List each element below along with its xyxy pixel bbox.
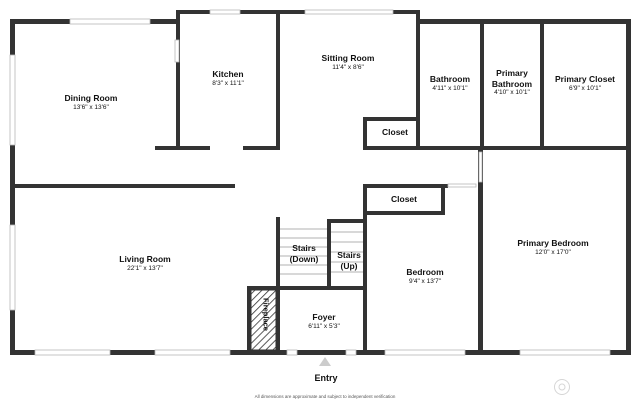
stairs-down-line1: Stairs — [292, 243, 316, 253]
sitting-room-dims: 11'4" x 8'6" — [332, 63, 364, 71]
logo-mark-icon — [554, 379, 570, 395]
foyer-dims: 6'11" x 5'3" — [308, 322, 340, 330]
bedroom-name: Bedroom — [406, 267, 444, 277]
fireplace-label: Fireplace — [261, 298, 271, 331]
label-primary-bathroom: Primary Bathroom 4'10" x 10'1" — [484, 68, 540, 97]
stairs-up-line2: (Up) — [340, 260, 358, 271]
primary-bathroom-name-line1: Primary — [496, 68, 528, 78]
fireplace-hatch — [250, 289, 277, 351]
label-kitchen: Kitchen 8'3" x 11'1" — [188, 69, 268, 88]
sitting-closet-name: Closet — [382, 127, 408, 137]
label-primary-closet: Primary Closet 6'9" x 10'1" — [544, 74, 626, 93]
bedroom-closet-name: Closet — [391, 194, 417, 204]
dining-room-dims: 13'6" x 13'6" — [73, 103, 109, 111]
entry-label: Entry — [314, 373, 338, 383]
primary-bathroom-name-line2: Bathroom — [491, 78, 533, 89]
windows — [9, 9, 611, 356]
label-bedroom-closet: Closet — [367, 194, 441, 205]
dining-room-name: Dining Room — [64, 93, 118, 103]
kitchen-name: Kitchen — [212, 69, 244, 79]
foyer-name: Foyer — [312, 312, 336, 322]
label-foyer: Foyer 6'11" x 5'3" — [284, 312, 364, 331]
label-stairs-up: Stairs (Up) — [331, 250, 367, 271]
label-bathroom: Bathroom 4'11" x 10'1" — [420, 74, 480, 93]
primary-bathroom-dims: 4'10" x 10'1" — [494, 89, 530, 97]
label-dining-room: Dining Room 13'6" x 13'6" — [41, 93, 141, 112]
stairs-down-line2: (Down) — [289, 253, 319, 264]
stairs-up-line1: Stairs — [337, 250, 361, 260]
label-primary-bedroom: Primary Bedroom 12'0" x 17'0" — [498, 238, 608, 257]
label-stairs-down: Stairs (Down) — [281, 243, 327, 264]
triangle-up-icon — [319, 357, 331, 366]
bathroom-name: Bathroom — [429, 74, 471, 84]
label-sitting-room: Sitting Room 11'4" x 8'6" — [298, 53, 398, 72]
primary-closet-name: Primary Closet — [555, 74, 615, 84]
label-bedroom: Bedroom 9'4" x 13'7" — [375, 267, 475, 286]
sitting-room-name: Sitting Room — [321, 53, 375, 63]
label-living-room: Living Room 22'1" x 13'7" — [95, 254, 195, 273]
footer-disclaimer: All dimensions are approximate and subje… — [254, 394, 396, 399]
living-room-name: Living Room — [119, 254, 171, 264]
kitchen-dims: 8'3" x 11'1" — [212, 79, 244, 87]
label-sitting-closet: Closet — [370, 127, 420, 138]
interior-walls — [10, 10, 630, 355]
primary-bedroom-name: Primary Bedroom — [517, 238, 589, 248]
stair-treads — [280, 228, 363, 275]
primary-closet-dims: 6'9" x 10'1" — [568, 84, 602, 92]
primary-bedroom-dims: 12'0" x 17'0" — [535, 248, 571, 256]
bedroom-dims: 9'4" x 13'7" — [408, 277, 442, 285]
bathroom-dims: 4'11" x 10'1" — [432, 84, 468, 92]
living-room-dims: 22'1" x 13'7" — [127, 264, 163, 272]
